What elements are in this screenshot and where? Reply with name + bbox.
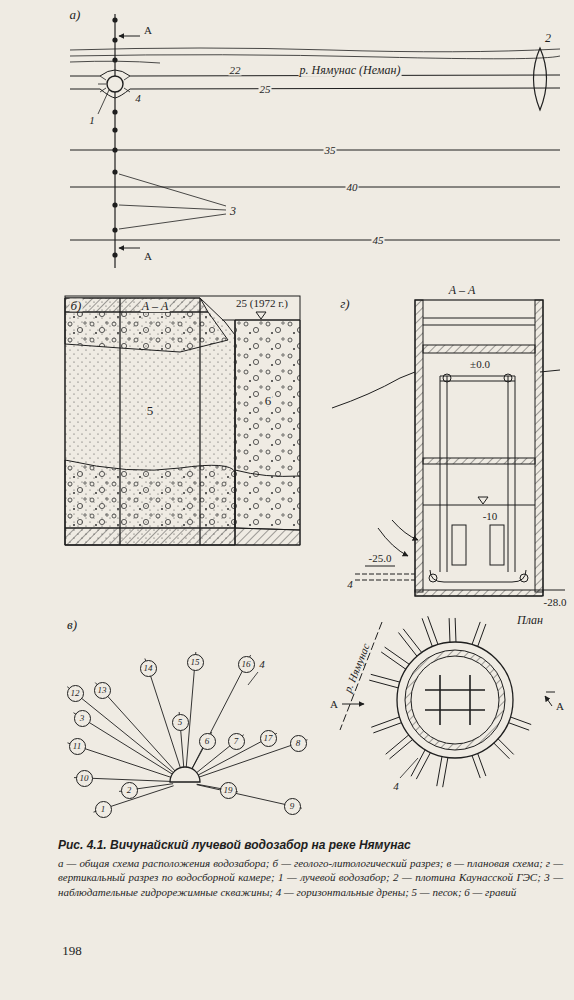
figure-title: Рис. 4.1. Вичунайский лучевой водозабор … — [58, 838, 563, 852]
label: 4 — [258, 659, 266, 670]
ray-number: 8 — [296, 739, 301, 748]
label: А — [555, 701, 565, 712]
ray-number: 17 — [264, 734, 273, 743]
ray-number: 9 — [290, 802, 295, 811]
ray-number: 16 — [242, 660, 251, 669]
label: А — [143, 25, 153, 36]
ray-number-circle: 15 — [187, 654, 204, 671]
label: План — [516, 614, 544, 626]
geological-section — [65, 296, 300, 545]
label: -10 — [482, 511, 499, 522]
ray-number-circle: 2 — [121, 782, 138, 799]
label: 25 — [259, 84, 272, 95]
label: ±0.0 — [469, 359, 491, 370]
ray-number: 11 — [73, 742, 81, 751]
label: 35 — [324, 145, 337, 156]
label: -25.0 — [368, 553, 393, 564]
label: р. Нямунас — [342, 641, 372, 695]
ray-number-circle: 17 — [260, 730, 277, 747]
ray-number-circle: 11 — [69, 738, 86, 755]
ray-number: 19 — [224, 786, 233, 795]
label: 25 (1972 г.) — [235, 298, 289, 309]
label: 4 — [134, 93, 142, 104]
label: 6 — [264, 394, 273, 407]
ray-number-circle: 13 — [94, 682, 111, 699]
ray-number: 10 — [80, 774, 89, 783]
ray-number-circle: 10 — [76, 770, 93, 787]
general-scheme — [70, 14, 560, 268]
label: А – А — [448, 284, 477, 296]
ray-number: 7 — [234, 737, 239, 746]
ray-number-circle: 7 — [228, 733, 245, 750]
drain-ray — [67, 687, 175, 775]
label: в) — [66, 618, 78, 631]
ray-number: 5 — [178, 718, 183, 727]
ray-number-circle: 1 — [95, 801, 112, 818]
label: 4 — [346, 579, 354, 590]
label: 5 — [146, 404, 155, 417]
label: А – А — [141, 300, 170, 312]
ray-number-circle: 8 — [290, 735, 307, 752]
label: А — [329, 699, 339, 710]
ray-number-circle: 14 — [140, 660, 157, 677]
ray-number-circle: 6 — [199, 733, 216, 750]
label: 3 — [229, 205, 237, 217]
label: р. Нямунас (Неман) — [299, 64, 402, 76]
chamber-plan — [340, 616, 555, 787]
ray-scheme — [67, 652, 307, 812]
label: 4 — [392, 781, 400, 792]
ray-number: 12 — [71, 689, 80, 698]
chamber-section — [332, 300, 565, 596]
ray-number: 14 — [144, 664, 153, 673]
label: 40 — [346, 182, 359, 193]
label: 22 — [229, 65, 242, 76]
label: б) — [70, 299, 83, 312]
ray-number: 3 — [80, 714, 85, 723]
ray-number: 6 — [205, 737, 210, 746]
label: 1 — [88, 115, 96, 126]
label: а) — [69, 8, 82, 21]
label: 198 — [61, 944, 83, 957]
label: 45 — [372, 235, 385, 246]
label: г) — [339, 297, 350, 310]
ray-number: 1 — [101, 805, 106, 814]
ray-number-circle: 5 — [172, 714, 189, 731]
label: А — [143, 251, 153, 262]
ray-number-circle: 9 — [284, 798, 301, 815]
ray-number: 13 — [98, 686, 107, 695]
ray-number-circle: 12 — [67, 685, 84, 702]
ray-number-circle: 16 — [238, 656, 255, 673]
label: 2 — [544, 32, 552, 44]
ray-number-circle: 3 — [74, 710, 91, 727]
label: -28.0 — [543, 597, 568, 608]
ray-number-circle: 19 — [220, 782, 237, 799]
ray-number: 2 — [127, 786, 132, 795]
ray-number: 15 — [191, 658, 200, 667]
figure-caption: а — общая схема расположения водозабора;… — [58, 856, 563, 899]
